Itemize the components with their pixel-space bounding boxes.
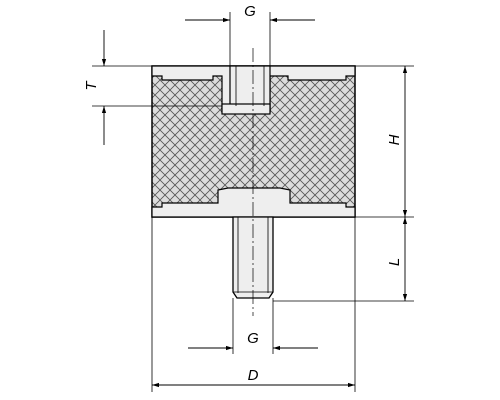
label-h: H xyxy=(386,134,403,145)
label-l: L xyxy=(386,258,403,266)
label-d: D xyxy=(248,367,259,384)
top-bushing-base xyxy=(221,103,271,115)
label-g-top: G xyxy=(244,3,256,20)
label-g-bottom: G xyxy=(247,330,259,347)
bottom-metal-plate xyxy=(151,187,356,218)
label-t: T xyxy=(83,80,100,91)
